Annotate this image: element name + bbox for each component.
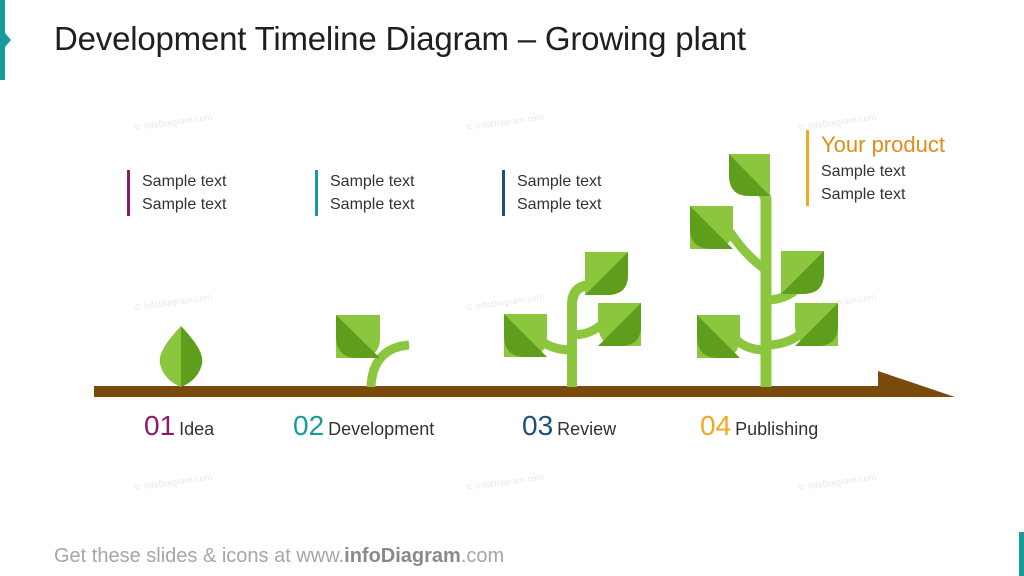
ground-arrow <box>94 371 955 397</box>
text-line: Sample text <box>142 196 227 213</box>
stage-2-text-block: Sample text Sample text <box>315 170 414 216</box>
stage-3-text-block: Sample text Sample text <box>502 170 601 216</box>
left-accent-bar <box>0 0 5 80</box>
stage-name: Idea <box>179 419 215 439</box>
text-line: Sample text <box>330 196 415 213</box>
seed-icon <box>159 326 203 387</box>
stage-1-text-block: Sample text Sample text <box>127 170 226 216</box>
text-line: Sample text <box>821 186 906 203</box>
right-accent-bar <box>1019 532 1024 576</box>
footer-brand: infoDiagram <box>344 545 461 567</box>
footer-suffix: .com <box>460 545 505 567</box>
sprout-icon <box>336 315 410 388</box>
stage-name: Review <box>557 419 617 439</box>
slide-title: Development Timeline Diagram – Growing p… <box>54 20 746 57</box>
product-title: Your product <box>821 132 945 157</box>
footer-prefix: Get these slides & icons at www. <box>54 545 345 567</box>
stage-number: 02 <box>293 410 325 441</box>
young-plant-icon <box>504 252 641 387</box>
stage-number: 04 <box>700 410 732 441</box>
text-line: Sample text <box>142 173 227 190</box>
stage-name: Development <box>328 419 435 439</box>
product-text-block: Your product Sample text Sample text <box>806 130 945 206</box>
grown-plant-icon <box>690 154 838 387</box>
stage-number: 03 <box>522 410 554 441</box>
text-line: Sample text <box>517 196 602 213</box>
text-line: Sample text <box>330 173 415 190</box>
stage-number: 01 <box>144 410 176 441</box>
text-line: Sample text <box>821 163 906 180</box>
stage-name: Publishing <box>735 419 819 439</box>
footer-text: Get these slides & icons at www.infoDiag… <box>54 545 504 568</box>
text-line: Sample text <box>517 173 602 190</box>
left-accent-notch <box>5 33 11 47</box>
